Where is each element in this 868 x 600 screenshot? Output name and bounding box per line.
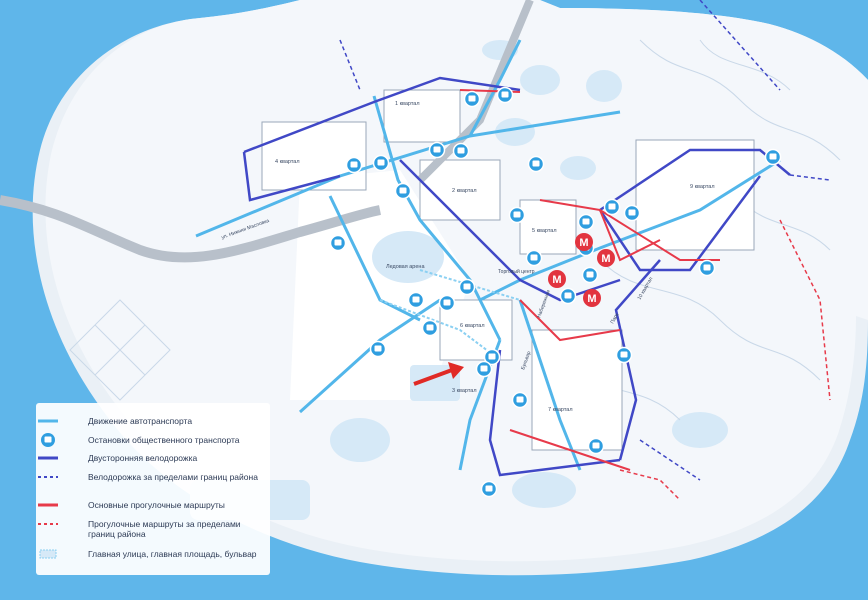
bus-stop-icon[interactable] xyxy=(345,156,363,174)
label-q3: 3 квартал xyxy=(452,388,477,394)
main-street-icon xyxy=(39,549,57,559)
building-blocks xyxy=(261,89,755,451)
car-roads xyxy=(195,39,781,471)
bus-stop-icon[interactable] xyxy=(428,141,446,159)
red-pointer-arrow xyxy=(413,362,464,386)
bus-stop-icon[interactable] xyxy=(452,142,470,160)
legend-label: Прогулочные маршруты за пределами границ… xyxy=(88,519,241,539)
bus-stop-icon[interactable] xyxy=(527,155,545,173)
label-q5: 5 квартал xyxy=(532,228,557,234)
bike-dashed-icon xyxy=(38,476,58,478)
metro-stations: М М М М xyxy=(548,233,615,307)
legend-label: Основные прогулочные маршруты xyxy=(88,500,225,510)
bus-stop-icon[interactable] xyxy=(369,340,387,358)
metro-icon[interactable]: М xyxy=(597,249,615,267)
pedestrian-line-icon xyxy=(38,503,58,507)
bus-stop-icon[interactable] xyxy=(508,206,526,224)
bus-stop-icon[interactable] xyxy=(581,266,599,284)
metro-icon[interactable]: М xyxy=(548,270,566,288)
bus-stop-icon[interactable] xyxy=(458,278,476,296)
bus-stop-icon[interactable] xyxy=(329,234,347,252)
bus-stop-icon[interactable] xyxy=(559,287,577,305)
highway xyxy=(0,195,382,263)
metro-letter: М xyxy=(601,253,610,265)
bus-stop-icon xyxy=(41,433,55,447)
metro-letter: М xyxy=(579,237,588,249)
label-q1: 1 квартал xyxy=(395,101,420,107)
car-line-icon xyxy=(38,419,58,423)
bus-stop-icon[interactable] xyxy=(496,86,514,104)
bike-line-icon xyxy=(38,456,58,460)
label-park: Парк xyxy=(610,311,621,325)
metro-letter: М xyxy=(552,274,561,286)
bus-stop-icon[interactable] xyxy=(394,182,412,200)
bus-stop-icon[interactable] xyxy=(587,437,605,455)
legend-label: Остановки общественного транспорта xyxy=(88,435,240,445)
legend: Движение автотранспорта Остановки общест… xyxy=(36,403,270,575)
bus-stop-icon[interactable] xyxy=(463,90,481,108)
bus-stop-icon[interactable] xyxy=(764,148,782,166)
bus-stop-icon[interactable] xyxy=(698,259,716,277)
label-q9: 9 квартал xyxy=(690,184,715,190)
bus-stop-icon[interactable] xyxy=(483,348,501,366)
legend-label: Главная улица, главная площадь, бульвар xyxy=(88,549,257,559)
label-ice-arena: Ледовая арена xyxy=(386,264,425,270)
bus-stop-icon[interactable] xyxy=(615,346,633,364)
bus-stop-icon[interactable] xyxy=(421,319,439,337)
label-q6: 6 квартал xyxy=(460,323,485,329)
legend-label: Движение автотранспорта xyxy=(88,416,193,426)
pedestrian-dashed-icon xyxy=(38,523,58,525)
bus-stop-icon[interactable] xyxy=(577,213,595,231)
label-q7: 7 квартал xyxy=(548,407,573,413)
label-q4: 4 квартал xyxy=(275,159,300,165)
metro-icon[interactable]: М xyxy=(575,233,593,251)
label-q2: 2 квартал xyxy=(452,188,477,194)
bus-stop-icon[interactable] xyxy=(438,294,456,312)
bus-stops xyxy=(329,86,782,498)
legend-label: Двусторонняя велодорожка xyxy=(88,453,198,463)
bus-stop-icon[interactable] xyxy=(525,249,543,267)
bike-outside xyxy=(339,0,831,481)
bus-stop-icon[interactable] xyxy=(475,360,493,378)
bus-stop-icon[interactable] xyxy=(603,198,621,216)
bus-stop-icon[interactable] xyxy=(480,480,498,498)
bus-stop-icon[interactable] xyxy=(372,154,390,172)
pedestrian-outside xyxy=(619,219,831,501)
bus-stop-icon[interactable] xyxy=(511,391,529,409)
metro-icon[interactable]: М xyxy=(583,289,601,307)
metro-letter: М xyxy=(587,293,596,305)
legend-label: Велодорожка за пределами границ района xyxy=(88,472,258,482)
bus-stop-icon[interactable] xyxy=(623,204,641,222)
river-north xyxy=(540,0,868,80)
bus-stop-icon[interactable] xyxy=(407,291,425,309)
label-mall: Торговый центр xyxy=(498,268,535,275)
